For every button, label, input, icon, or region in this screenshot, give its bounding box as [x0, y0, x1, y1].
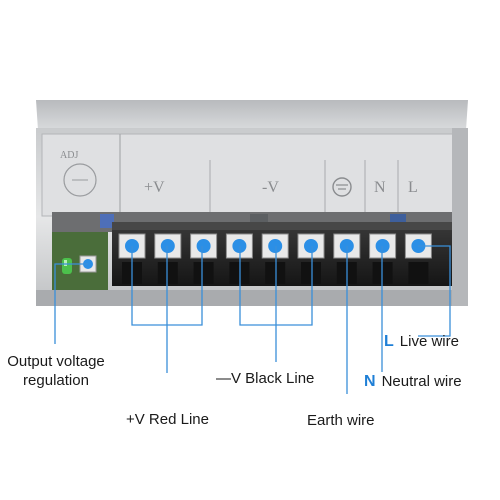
callout-live-text: Live wire [400, 333, 459, 350]
panel-mark-v-plus: +V [144, 179, 165, 196]
callout-earth-wire: Earth wire [307, 411, 375, 430]
callout-v-black-text: —V Black Line [216, 370, 314, 387]
terminal-block [112, 222, 452, 286]
callout-v-red-text: +V Red Line [126, 411, 209, 428]
callout-output-voltage: Output voltage regulation [0, 352, 112, 390]
status-led-icon [62, 258, 72, 274]
callout-output-voltage-line2: regulation [0, 371, 112, 390]
callout-neutral-letter: N [364, 373, 376, 390]
callout-output-voltage-line1: Output voltage [0, 352, 112, 371]
panel-mark-adj: ADJ [60, 150, 78, 161]
callout-live-wire: L Live wire [384, 332, 459, 351]
panel-mark-v-minus: -V [262, 179, 279, 196]
callout-earth-text: Earth wire [307, 412, 375, 429]
panel-mark-live: L [408, 179, 418, 196]
callout-v-black-line: —V Black Line [216, 369, 314, 388]
callout-live-letter: L [384, 333, 394, 350]
callout-neutral-wire: N Neutral wire [364, 372, 462, 391]
panel-mark-neutral: N [374, 179, 386, 196]
callout-v-red-line: +V Red Line [126, 410, 209, 429]
callout-neutral-text: Neutral wire [382, 373, 462, 390]
